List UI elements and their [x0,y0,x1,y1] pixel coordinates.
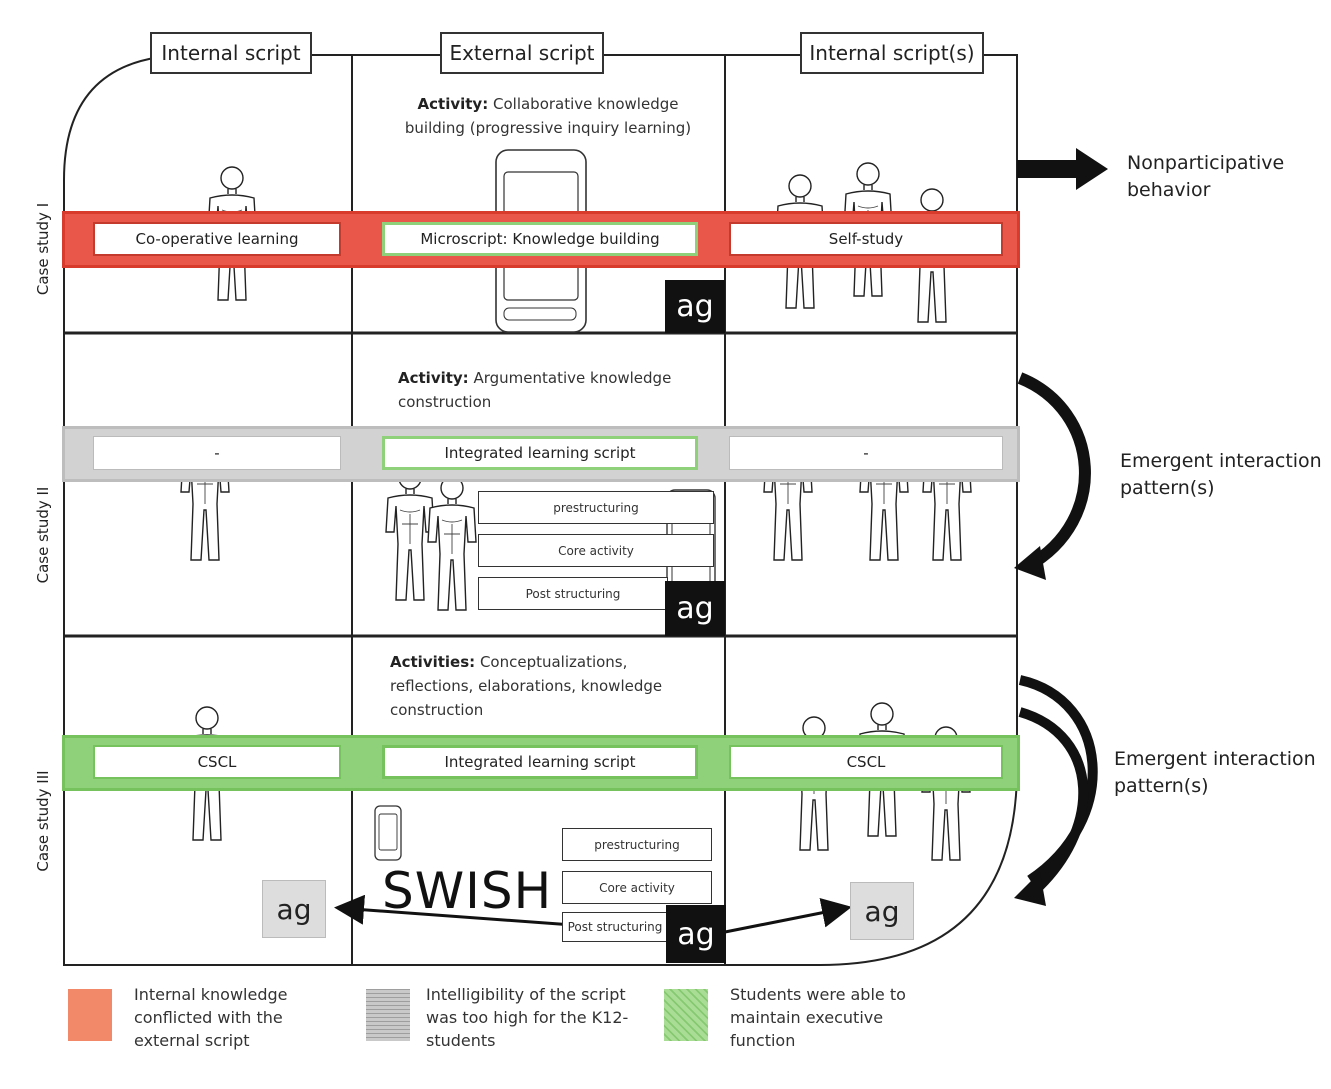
box-empty-right: - [729,436,1003,470]
box-self-study: Self-study [729,222,1003,256]
activity-label: Activities: [390,653,476,671]
activity-text: Collaborative knowledge building (progre… [404,95,692,137]
activity-label: Activity: [417,95,489,113]
box-integrated-learning-script: Integrated learning script [382,436,698,470]
step-post-structuring: Post structuring [478,577,668,610]
step-core-activity: Core activity [478,534,714,567]
activity-text: Argumentative knowledge construction [398,369,672,411]
agent-badge-row3: ag [666,905,726,963]
legend-swatch-red [68,989,112,1041]
legend-text-grey: Intelligibility of the script was too hi… [426,985,629,1050]
agent-badge-row1: ag [665,280,725,333]
row-label-case-study-2: Case study II [34,486,52,584]
header-external-script: External script [440,32,604,74]
header-internal-scripts: Internal script(s) [800,32,984,74]
legend-text-red: Internal knowledge conflicted with the e… [134,985,288,1050]
activity-text: Conceptualizations, reflections, elabora… [390,653,663,719]
box-microscript: Microscript: Knowledge building [382,222,698,256]
legend-swatch-green [664,989,708,1041]
activity-case-study-2: Activity: Argumentative knowledge constr… [398,366,708,414]
swish-label: SWISH [382,862,553,920]
legend-swatch-grey [366,989,410,1041]
box-cscl-right: CSCL [729,745,1003,779]
row-label-case-study-1: Case study I [34,202,52,296]
agent-badge-left: ag [262,880,326,938]
step-prestructuring: prestructuring [562,828,712,861]
box-cscl-left: CSCL [93,745,341,779]
outcome-case-study-2: Emergent interaction pattern(s) [1120,450,1322,499]
agent-badge-right: ag [850,882,914,940]
activity-case-study-1: Activity: Collaborative knowledge buildi… [388,92,708,140]
step-post-structuring: Post structuring [562,912,668,942]
agent-badge-row2: ag [665,581,725,636]
step-core-activity: Core activity [562,871,712,904]
activity-case-study-3: Activities: Conceptualizations, reflecti… [390,650,710,722]
header-internal-script: Internal script [150,32,312,74]
row-label-case-study-3: Case study III [34,770,52,872]
activity-label: Activity: [398,369,469,387]
outcome-case-study-3: Emergent interaction pattern(s) [1114,748,1316,797]
step-prestructuring: prestructuring [478,491,714,524]
outcome-case-study-1: Nonparticipative behavior [1127,152,1285,201]
box-empty-left: - [93,436,341,470]
legend-text-green: Students were able to maintain executive… [730,985,906,1050]
box-cooperative-learning: Co-operative learning [93,222,341,256]
box-integrated-learning-script: Integrated learning script [382,745,698,779]
